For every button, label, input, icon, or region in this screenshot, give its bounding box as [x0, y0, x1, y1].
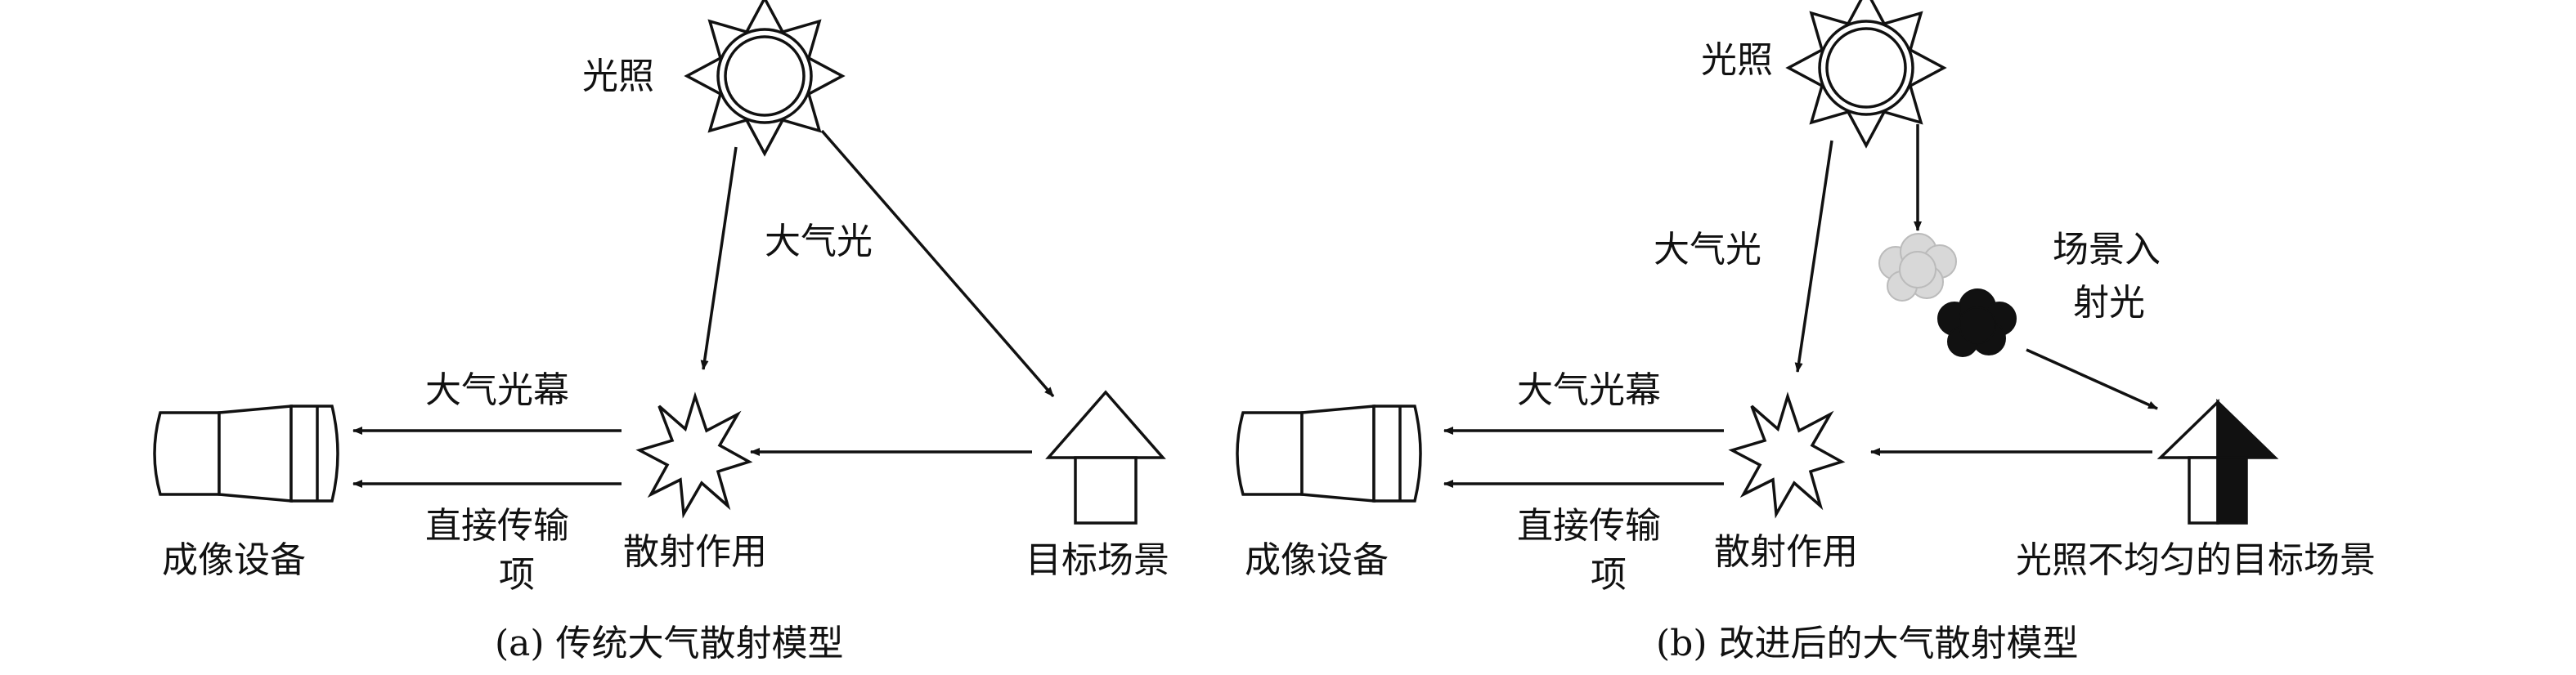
veil-label: 大气光幕: [1517, 369, 1661, 411]
sun-label: 光照: [582, 56, 654, 97]
cloud-gray-icon: [1878, 233, 1957, 302]
camera-icon: [1236, 405, 1422, 503]
incident-light-arrow: [820, 129, 1055, 398]
camera-label: 成像设备: [162, 539, 306, 581]
incident-label-line2: 射光: [2073, 282, 2145, 324]
camera-icon: [153, 405, 339, 503]
airlight-arrow: [700, 146, 738, 370]
airlight-label: 大气光: [1654, 229, 1761, 270]
airlight-arrow: [1794, 140, 1833, 373]
scatter-label: 散射作用: [1714, 531, 1858, 573]
scene-label: 目标场景: [1025, 539, 1169, 581]
scatter-label: 散射作用: [623, 531, 767, 573]
sun-icon: [685, 0, 844, 155]
caption-b: (b) 改进后的大气散射模型: [1656, 623, 2078, 664]
target-scene-icon: [1045, 390, 1166, 525]
direct-label-line2: 项: [1591, 554, 1627, 596]
direct-label-line1: 直接传输: [1517, 505, 1661, 547]
camera-label: 成像设备: [1245, 539, 1389, 581]
uneven-target-scene-icon: [2156, 398, 2279, 525]
caption-a: (a) 传统大气散射模型: [495, 623, 844, 664]
scatter-icon: [1730, 395, 1843, 516]
incident-light-arrow: [2026, 348, 2158, 410]
panel-a: 光照 大气光 散射作用 目标场景 大气光幕 直接传输 项 成像设备 (a) 传统…: [153, 0, 1169, 664]
veil-label: 大气光幕: [425, 369, 569, 411]
sun-icon: [1787, 0, 1945, 147]
scene-label: 光照不均匀的目标场景: [2016, 539, 2376, 581]
direct-label-line1: 直接传输: [425, 505, 569, 547]
airlight-label: 大气光: [765, 221, 873, 262]
sun-label: 光照: [1701, 39, 1773, 81]
panel-b: 光照 大气光 场景入 射光: [1236, 0, 2376, 664]
scatter-icon: [638, 395, 751, 516]
direct-label-line2: 项: [499, 554, 535, 596]
cloud-black-icon: [1937, 288, 2017, 357]
incident-label-line1: 场景入: [2053, 229, 2161, 270]
